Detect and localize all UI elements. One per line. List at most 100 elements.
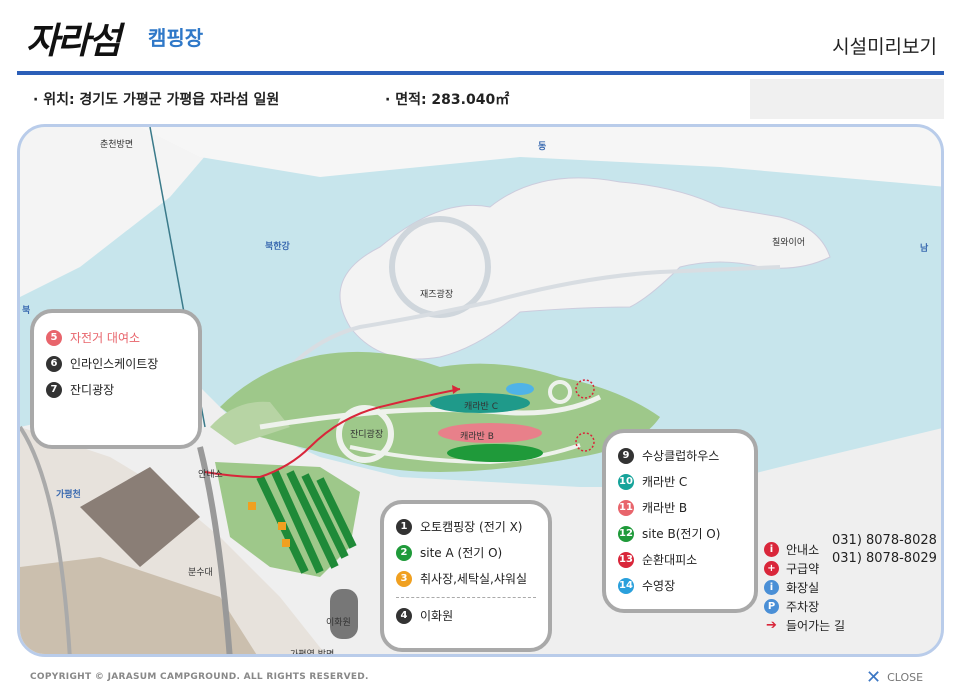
facility-block-1 — [248, 502, 256, 510]
shelter-2 — [575, 432, 595, 452]
callout-label: 자전거 대여소 — [70, 331, 141, 345]
label-caravan-c-marker: 캐라반 C — [464, 402, 498, 412]
callout-label: 수영장 — [642, 579, 676, 593]
legend-label: 안내소 — [786, 543, 820, 557]
callout-bottom-item: 1 오토캠핑장 (전기 X) — [396, 518, 536, 535]
entry-arrow-head — [452, 385, 460, 394]
toilet-building — [330, 589, 358, 639]
west-tip — [210, 401, 290, 445]
highway — [197, 446, 233, 654]
roundabout — [548, 380, 572, 404]
entry-arrow — [204, 388, 461, 479]
label-info-office: 안내소 — [198, 470, 223, 480]
land-west — [20, 127, 230, 297]
callout-number: 13 — [618, 551, 634, 568]
callout-label: site A (전기 O) — [420, 546, 503, 560]
direction-label-west: 북 — [22, 306, 31, 316]
callout-right-item: 9 수상클럽하우스 — [618, 447, 742, 464]
callout-label: 오토캠핑장 (전기 X) — [420, 520, 523, 534]
callout-right-item: 14 수영장 — [618, 577, 742, 594]
facility-block-3 — [282, 539, 290, 547]
callout-label: 취사장,세탁실,샤워실 — [420, 572, 527, 586]
brand-logo: 자라섬 — [26, 20, 121, 62]
callout-left-item: 7 잔디광장 — [46, 381, 186, 398]
callout-bottom-item: 4 이화원 — [396, 607, 536, 624]
pool-area — [506, 383, 534, 395]
callout-label: 잔디광장 — [70, 383, 115, 397]
callout-number: 2 — [396, 544, 412, 561]
header: 자라섬 캠핑장 시설미리보기 — [0, 0, 961, 72]
callout-facilities-right: 9 수상클럽하우스 10 캐라반 C 11 캐라반 B 12 site B(전기… — [602, 429, 758, 613]
restroom-icon: i — [764, 580, 779, 595]
legend-item: ➔ 들어가는 길 — [764, 616, 934, 635]
legend-item: i 화장실 — [764, 578, 934, 597]
callout-facilities-left: 5 자전거 대여소 6 인라인스케이트장 7 잔디광장 — [30, 309, 202, 449]
callout-label: 인라인스케이트장 — [70, 357, 159, 371]
brown-field-1 — [80, 467, 200, 567]
callout-label: 캐라반 C — [642, 475, 688, 489]
callout-bottom-item: 2 site A (전기 O) — [396, 544, 536, 561]
site-b-area — [447, 444, 543, 462]
brown-field-2 — [20, 557, 257, 654]
callout-facilities-bottom: 1 오토캠핑장 (전기 X) 2 site A (전기 O) 3 취사장,세탁실… — [380, 500, 552, 652]
phone-number: 031) 8078-8029 — [832, 551, 937, 566]
island-road — [259, 394, 602, 430]
header-divider — [17, 71, 944, 75]
label-jazz-plaza: 재즈광장 — [420, 290, 454, 300]
copyright-text: COPYRIGHT © JARASUM CAMPGROUND. ALL RIGH… — [30, 672, 369, 682]
parking-icon: P — [764, 599, 779, 614]
first-aid-icon: + — [764, 561, 779, 576]
callout-bottom-item: 3 취사장,세탁실,샤워실 — [396, 570, 536, 598]
map-legend: i 안내소 + 구급약 i 화장실 P 주차장 ➔ 들어가는 길 — [764, 540, 934, 635]
callout-number: 11 — [618, 499, 634, 516]
callout-number: 6 — [46, 355, 62, 372]
brand-subtitle: 캠핑장 — [148, 26, 204, 50]
shelter-1 — [575, 379, 595, 399]
land-north — [20, 127, 941, 187]
close-label[interactable]: CLOSE — [887, 671, 924, 684]
callout-right-item: 13 순환대피소 — [618, 551, 742, 568]
caravan-b-area — [438, 423, 542, 443]
page-title: 시설미리보기 — [832, 36, 937, 58]
phone-number: 031) 8078-8028 — [832, 533, 937, 548]
label-gapyeong-station: 가평역 방면 — [290, 650, 335, 657]
north-road — [288, 265, 781, 369]
label-chuncheon: 춘천방면 — [100, 140, 134, 150]
callout-label: site B(전기 O) — [642, 527, 721, 541]
info-icon: i — [764, 542, 779, 557]
caravan-c-area — [430, 393, 530, 413]
callout-number: 5 — [46, 329, 62, 346]
legend-item: i 안내소 — [764, 540, 934, 559]
callout-right-item: 10 캐라반 C — [618, 473, 742, 490]
label-bukhangang: 북한강 — [265, 242, 290, 252]
location-text: · 위치: 경기도 가평군 가평읍 자라섬 일원 — [33, 92, 280, 108]
legend-label: 들어가는 길 — [786, 619, 846, 633]
legend-label: 화장실 — [786, 581, 820, 595]
callout-right-item: 11 캐라반 B — [618, 499, 742, 516]
area-text: · 면적: 283.040㎡ — [385, 92, 510, 108]
close-button[interactable]: ✕ CLOSE — [866, 667, 923, 688]
callout-number: 12 — [618, 525, 634, 542]
arrow-icon: ➔ — [766, 618, 777, 633]
legend-label: 주차장 — [786, 600, 820, 614]
callout-number: 14 — [618, 577, 634, 594]
callout-left-item: 5 자전거 대여소 — [46, 329, 186, 346]
callout-number: 1 — [396, 518, 412, 535]
label-grass-plaza-marker: 잔디광장 — [350, 430, 384, 440]
callout-number: 7 — [46, 381, 62, 398]
facility-block-2 — [278, 522, 286, 530]
legend-label: 구급약 — [786, 562, 820, 576]
callout-number: 4 — [396, 607, 412, 624]
island-road-2 — [349, 443, 581, 465]
close-icon[interactable]: ✕ — [866, 667, 882, 688]
jazz-circle — [389, 216, 491, 318]
direction-label-north: 동 — [538, 142, 547, 152]
campground-map: 동 남 북 춘천방면 북한강 재즈광장 칠와이어 가평천 분수대 가평역 방면 … — [17, 124, 944, 657]
west-road — [20, 425, 72, 654]
info-shade — [750, 79, 944, 119]
label-caravan-b-marker: 캐라반 B — [460, 432, 494, 442]
label-bunsudae: 분수대 — [188, 568, 213, 578]
callout-label: 순환대피소 — [642, 553, 698, 567]
direction-label-south: 남 — [920, 244, 929, 254]
callout-label: 캐라반 B — [642, 501, 688, 515]
